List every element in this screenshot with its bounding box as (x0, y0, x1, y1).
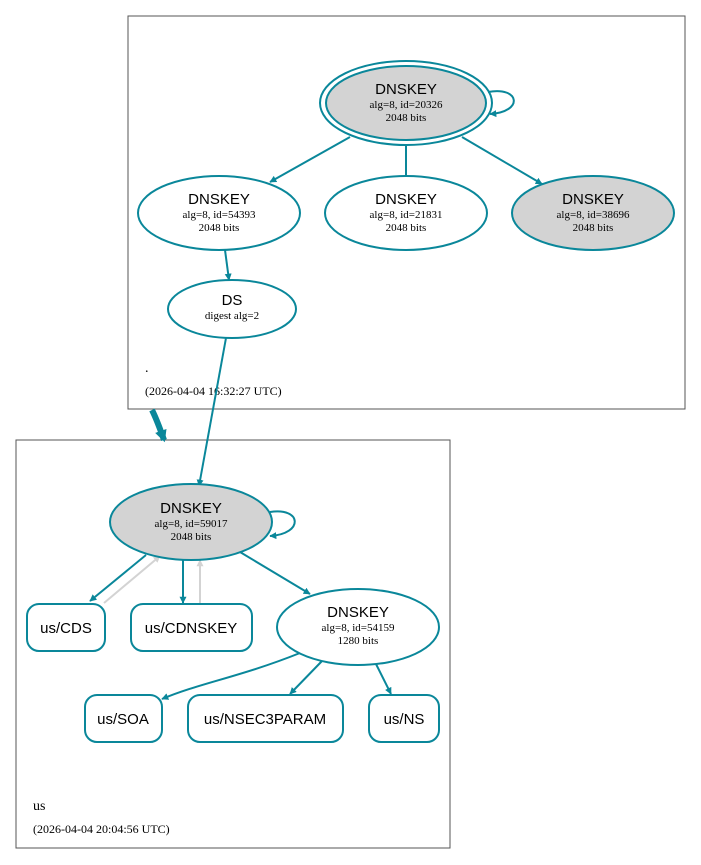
us-ns-node-shape (368, 694, 440, 743)
delegation-arrow (149, 408, 167, 443)
edge-ksk-to-54393 (269, 136, 351, 183)
us-ns-node[interactable]: us/NS (368, 694, 440, 743)
zone-root: . (2026-04-04 16:32:27 UTC) (127, 15, 686, 410)
us-cdnskey-node-shape (130, 603, 253, 652)
us-nsec3param-node[interactable]: us/NSEC3PARAM (187, 694, 344, 743)
dnskey-node-54393-bits: 2048 bits (199, 222, 240, 234)
dnskey-node-54393-alg: alg=8, id=54393 (183, 209, 256, 221)
dnskey-node-21831[interactable]: DNSKEY alg=8, id=21831 2048 bits (324, 175, 488, 251)
dnskey-node-20326[interactable]: DNSKEY alg=8, id=20326 2048 bits (319, 60, 493, 146)
dnskey-node-54393-shape (137, 175, 301, 251)
edge-54159-to-ns (375, 663, 392, 695)
dnskey-node-54393-title: DNSKEY (188, 191, 250, 208)
ds-node-shape (167, 279, 297, 339)
dnskey-node-20326-title: DNSKEY (375, 81, 437, 98)
us-soa-node-label: us/SOA (97, 711, 149, 728)
edge-ds-to-us-ksk (196, 337, 227, 487)
dnskey-node-59017-bits: 2048 bits (171, 531, 212, 543)
edge-cds-to-us-ksk (103, 555, 161, 604)
ds-node[interactable]: DS digest alg=2 (167, 279, 297, 339)
edge-us-ksk-self-loop (269, 510, 296, 540)
us-cdnskey-node[interactable]: us/CDNSKEY (130, 603, 253, 652)
us-ns-node-label: us/NS (384, 711, 425, 728)
us-cds-node[interactable]: us/CDS (26, 603, 106, 652)
edge-54159-to-nsec3param (289, 660, 323, 695)
edge-us-ksk-to-cds (89, 554, 147, 602)
us-cds-node-label: us/CDS (40, 620, 92, 637)
dnskey-node-54159[interactable]: DNSKEY alg=8, id=54159 1280 bits (276, 588, 440, 666)
us-soa-node[interactable]: us/SOA (84, 694, 163, 743)
zone-root-name: . (145, 361, 149, 376)
zone-us-border (15, 439, 451, 849)
dnskey-node-54159-title: DNSKEY (327, 604, 389, 621)
dnskey-node-38696-shape (511, 175, 675, 251)
dnskey-node-54159-alg: alg=8, id=54159 (322, 622, 395, 634)
ds-node-digest: digest alg=2 (205, 310, 259, 322)
zone-us: us (2026-04-04 20:04:56 UTC) (15, 439, 451, 849)
dnskey-node-20326-bits: 2048 bits (386, 112, 427, 124)
dnskey-node-59017[interactable]: DNSKEY alg=8, id=59017 2048 bits (109, 483, 273, 561)
ds-node-title: DS (222, 292, 243, 309)
dnskey-node-21831-bits: 2048 bits (386, 222, 427, 234)
zone-us-timestamp: (2026-04-04 20:04:56 UTC) (33, 822, 170, 836)
us-soa-node-shape (84, 694, 163, 743)
edge-54393-to-ds (224, 249, 232, 281)
edge-us-ksk-to-54159 (239, 551, 311, 595)
zone-us-name: us (33, 799, 45, 814)
dnskey-node-38696[interactable]: DNSKEY alg=8, id=38696 2048 bits (511, 175, 675, 251)
dnskey-node-20326-outer-ring (319, 60, 493, 146)
dnskey-node-59017-shape (109, 483, 273, 561)
us-nsec3param-node-label: us/NSEC3PARAM (204, 711, 326, 728)
dnskey-node-54159-bits: 1280 bits (338, 635, 379, 647)
dnskey-node-20326-shape (325, 65, 487, 141)
dnskey-node-21831-alg: alg=8, id=21831 (370, 209, 443, 221)
dnskey-node-59017-title: DNSKEY (160, 500, 222, 517)
zone-root-timestamp: (2026-04-04 16:32:27 UTC) (145, 384, 282, 398)
dnskey-node-54393[interactable]: DNSKEY alg=8, id=54393 2048 bits (137, 175, 301, 251)
zone-root-border (127, 15, 686, 410)
dnskey-node-38696-title: DNSKEY (562, 191, 624, 208)
us-cdnskey-node-label: us/CDNSKEY (145, 620, 238, 637)
dnskey-node-38696-bits: 2048 bits (573, 222, 614, 234)
dnskey-node-59017-alg: alg=8, id=59017 (155, 518, 228, 530)
dnskey-node-21831-shape (324, 175, 488, 251)
us-cds-node-shape (26, 603, 106, 652)
dnskey-node-21831-title: DNSKEY (375, 191, 437, 208)
dnskey-node-38696-alg: alg=8, id=38696 (557, 209, 630, 221)
edge-ksk-to-38696 (461, 136, 543, 185)
us-nsec3param-node-shape (187, 694, 344, 743)
dnskey-node-54159-shape (276, 588, 440, 666)
edge-ksk-self-loop (487, 90, 515, 118)
dnskey-node-20326-alg: alg=8, id=20326 (370, 99, 443, 111)
edge-54159-to-soa (161, 652, 301, 700)
